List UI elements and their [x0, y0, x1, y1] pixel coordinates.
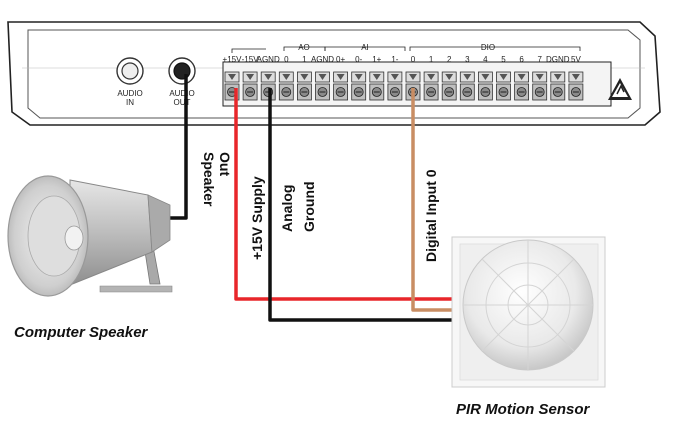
- terminal-label: 3: [465, 55, 470, 64]
- terminal-label: AGND: [311, 55, 334, 64]
- terminal-label: 0: [284, 55, 289, 64]
- speaker-wire: [168, 74, 188, 220]
- audio-out-label-2: OUT: [174, 98, 191, 107]
- screw-terminal[interactable]: [387, 71, 403, 101]
- speaker-out-line-2: Out: [217, 152, 233, 176]
- pir-sensor-icon: [451, 236, 606, 388]
- terminal-label: AGND: [257, 55, 280, 64]
- terminal-label: 0+: [336, 55, 345, 64]
- terminal-label: 1+: [372, 55, 381, 64]
- screw-terminal[interactable]: [459, 71, 475, 101]
- screw-terminal[interactable]: [477, 71, 493, 101]
- terminal-label: 4: [483, 55, 488, 64]
- terminal-label: 7: [537, 55, 542, 64]
- speaker-out-label: Speaker Out: [201, 152, 233, 207]
- screw-terminal[interactable]: [441, 71, 457, 101]
- screw-terminal[interactable]: [333, 71, 349, 101]
- screw-terminal[interactable]: [568, 71, 584, 101]
- terminal-label: 5V: [571, 55, 581, 64]
- ground-wire-black: [268, 88, 470, 322]
- terminal-label: +15V: [223, 55, 243, 64]
- terminal-label: 0-: [355, 55, 362, 64]
- screw-terminal[interactable]: [514, 71, 529, 101]
- audio-out-label-1: AUDIO: [169, 89, 194, 98]
- terminal-label: 6: [519, 55, 524, 64]
- audio-in-jack[interactable]: [116, 57, 144, 85]
- screw-terminal[interactable]: [315, 71, 330, 101]
- screw-terminal[interactable]: [296, 71, 312, 101]
- terminal-label: 1-: [391, 55, 398, 64]
- speaker-out-line-1: Speaker: [201, 152, 217, 207]
- supply-label: +15V Supply: [249, 176, 265, 260]
- terminal-label: 1: [429, 55, 434, 64]
- terminal-label: 5: [501, 55, 506, 64]
- wires: [168, 74, 470, 322]
- screw-terminal[interactable]: [423, 71, 439, 101]
- terminal-label: 0: [411, 55, 416, 64]
- screw-terminal[interactable]: [278, 71, 294, 101]
- ground-label-2: Ground: [301, 181, 317, 232]
- group-brackets: [231, 46, 581, 53]
- terminal-label: DGND: [546, 55, 570, 64]
- screw-terminal[interactable]: [260, 71, 276, 101]
- screw-terminal[interactable]: [242, 71, 258, 101]
- audio-in-label-1: AUDIO: [117, 89, 142, 98]
- terminal-label: 1: [302, 55, 307, 64]
- group-ao-label: AO: [298, 43, 310, 52]
- digital-label: Digital Input 0: [423, 169, 439, 262]
- screw-terminal[interactable]: [496, 71, 511, 101]
- ground-label-1: Analog: [279, 185, 295, 232]
- digital-wire-brown: [411, 88, 470, 312]
- audio-out-jack[interactable]: [168, 57, 196, 85]
- screw-terminal[interactable]: [351, 71, 367, 101]
- group-dio-label: DIO: [481, 43, 495, 52]
- terminal-label: -15V: [242, 55, 260, 64]
- supply-wire-red: [234, 88, 470, 301]
- group-ai-label: AI: [361, 43, 369, 52]
- screw-terminal[interactable]: [369, 71, 385, 101]
- terminal-label: 2: [447, 55, 452, 64]
- screw-terminal[interactable]: [532, 71, 548, 101]
- screw-terminal[interactable]: [550, 71, 566, 101]
- horn-speaker-icon: [7, 175, 173, 297]
- audio-in-label-2: IN: [126, 98, 134, 107]
- sensor-caption: PIR Motion Sensor: [456, 401, 591, 418]
- speaker-caption: Computer Speaker: [14, 324, 149, 341]
- esd-warning-icon: [608, 78, 632, 100]
- terminal-blocks: [224, 71, 584, 101]
